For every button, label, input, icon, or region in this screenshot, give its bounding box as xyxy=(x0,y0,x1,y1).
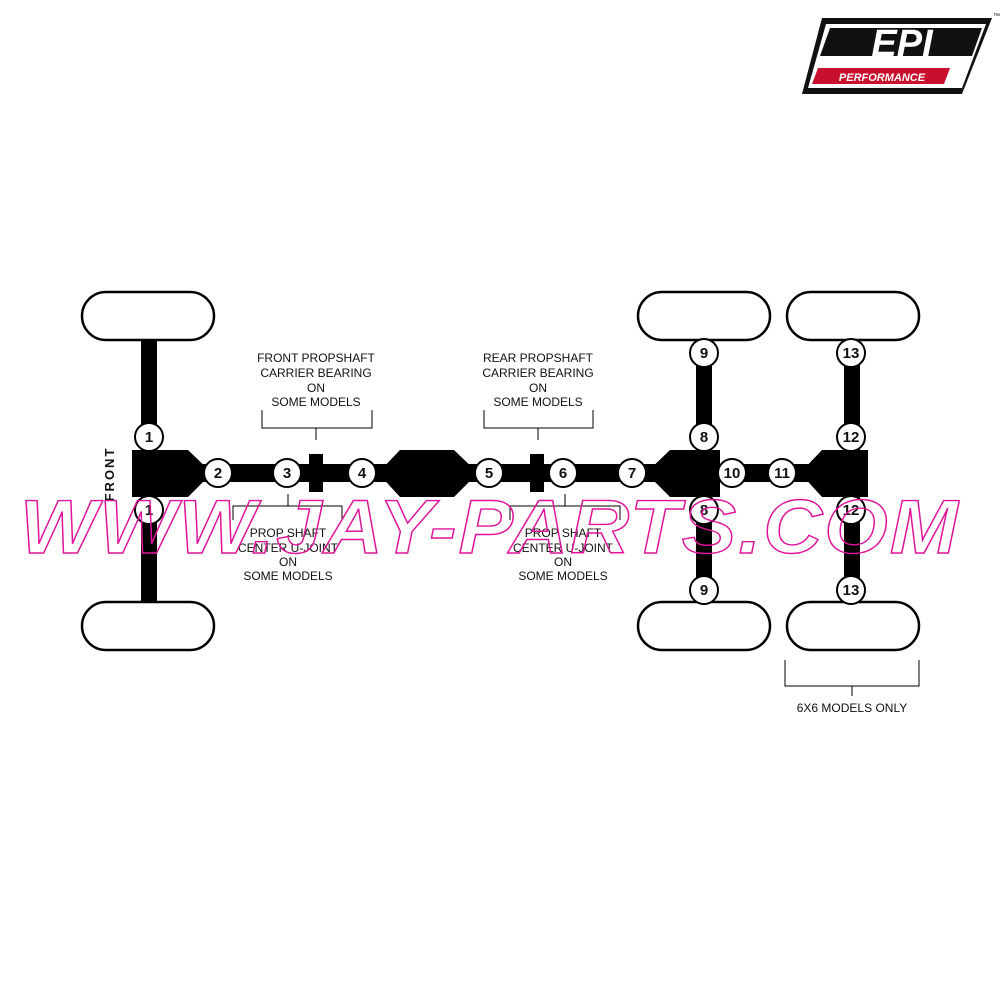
marker-label: 8 xyxy=(700,502,708,519)
epi-logo: EPI PERFORMANCE ™ xyxy=(802,13,1000,94)
rear-left-tire xyxy=(785,290,921,342)
marker-rear-axle-inner-top: 12 xyxy=(836,422,866,452)
marker-front-shaft-joint: 3 xyxy=(272,458,302,488)
marker-inter-axle-front: 10 xyxy=(717,458,747,488)
marker-label: 13 xyxy=(843,582,860,599)
marker-label: 12 xyxy=(843,502,860,519)
marker-rear-axle-inner-bottom: 12 xyxy=(836,495,866,525)
marker-front-shaft-rear: 4 xyxy=(347,458,377,488)
marker-label: 8 xyxy=(700,429,708,446)
mid-differential xyxy=(646,450,720,497)
callout-rear-carrier: REAR PROPSHAFT CARRIER BEARING ON SOME M… xyxy=(482,351,593,409)
marker-rear-shaft-joint: 6 xyxy=(548,458,578,488)
callout-rear-ujoint: PROP SHAFT CENTER U-JOINT ON SOME MODELS xyxy=(513,526,614,583)
marker-label: 6 xyxy=(559,465,567,482)
callout-line: CARRIER BEARING xyxy=(260,366,371,380)
marker-label: 11 xyxy=(774,465,790,482)
marker-rear-shaft-end: 7 xyxy=(617,458,647,488)
marker-transfer-case-output: 5 xyxy=(474,458,504,488)
marker-label: 9 xyxy=(700,582,708,599)
callout-six-by-six: 6X6 MODELS ONLY xyxy=(797,701,907,715)
callout-line: CENTER U-JOINT xyxy=(238,541,339,555)
callout-line: PROP SHAFT xyxy=(250,526,327,540)
mid-right-tire xyxy=(636,600,772,652)
callout-line: REAR PROPSHAFT xyxy=(483,351,594,365)
marker-mid-axle-inner-top: 8 xyxy=(689,422,719,452)
markers: 1 1 2 3 4 5 6 7 8 8 9 9 10 11 12 12 13 1… xyxy=(134,338,866,605)
marker-inter-axle-rear: 11 xyxy=(767,458,797,488)
front-ujoint-cross xyxy=(301,454,331,492)
front-label: FRONT xyxy=(102,447,117,502)
marker-front-diff-output: 2 xyxy=(203,458,233,488)
rear-differential xyxy=(800,450,868,497)
marker-label: 4 xyxy=(358,465,367,482)
marker-front-axle-top: 1 xyxy=(134,422,164,452)
marker-label: 9 xyxy=(700,345,708,362)
logo-tagline: PERFORMANCE xyxy=(839,72,926,84)
front-left-tire xyxy=(80,290,216,342)
front-right-tire xyxy=(80,600,216,652)
marker-mid-axle-inner-bottom: 8 xyxy=(689,495,719,525)
marker-front-axle-bottom: 1 xyxy=(134,495,164,525)
marker-label: 10 xyxy=(724,465,741,482)
callout-line: ON xyxy=(554,555,572,569)
marker-label: 13 xyxy=(843,345,860,362)
marker-label: 1 xyxy=(145,429,153,446)
watermark: WWW.JAY-PARTS.COM xyxy=(20,485,960,570)
rear-ujoint-cross xyxy=(522,454,552,492)
marker-label: 12 xyxy=(843,429,860,446)
callout-line: SOME MODELS xyxy=(271,395,360,409)
logo-trademark: ™ xyxy=(993,13,1000,20)
callout-line: SOME MODELS xyxy=(518,569,607,583)
callout-front-carrier: FRONT PROPSHAFT CARRIER BEARING ON SOME … xyxy=(257,351,375,409)
callout-line: ON xyxy=(279,555,297,569)
mid-left-tire xyxy=(636,290,772,342)
tires xyxy=(80,290,921,652)
callout-front-ujoint: PROP SHAFT CENTER U-JOINT ON SOME MODELS xyxy=(238,526,339,583)
marker-label: 3 xyxy=(283,465,291,482)
callout-line: ON xyxy=(529,381,547,395)
callout-line: FRONT PROPSHAFT xyxy=(257,351,375,365)
rear-right-tire xyxy=(785,600,921,652)
callout-line: PROP SHAFT xyxy=(525,526,602,540)
marker-rear-axle-outer-top: 13 xyxy=(836,338,866,368)
callout-line: CARRIER BEARING xyxy=(482,366,593,380)
marker-mid-axle-outer-bottom: 9 xyxy=(689,575,719,605)
marker-label: 7 xyxy=(628,465,636,482)
front-differential xyxy=(132,450,212,497)
callout-line: CENTER U-JOINT xyxy=(513,541,614,555)
callout-line: SOME MODELS xyxy=(243,569,332,583)
callout-line: ON xyxy=(307,381,325,395)
logo-brand: EPI xyxy=(871,23,934,65)
marker-label: 1 xyxy=(145,502,153,519)
marker-label: 5 xyxy=(485,465,493,482)
transfer-case xyxy=(378,450,478,497)
marker-label: 2 xyxy=(214,465,222,482)
callout-line: SOME MODELS xyxy=(493,395,582,409)
marker-rear-axle-outer-bottom: 13 xyxy=(836,575,866,605)
callout-brackets xyxy=(232,410,920,696)
marker-mid-axle-outer-top: 9 xyxy=(689,338,719,368)
driveline xyxy=(132,450,868,497)
